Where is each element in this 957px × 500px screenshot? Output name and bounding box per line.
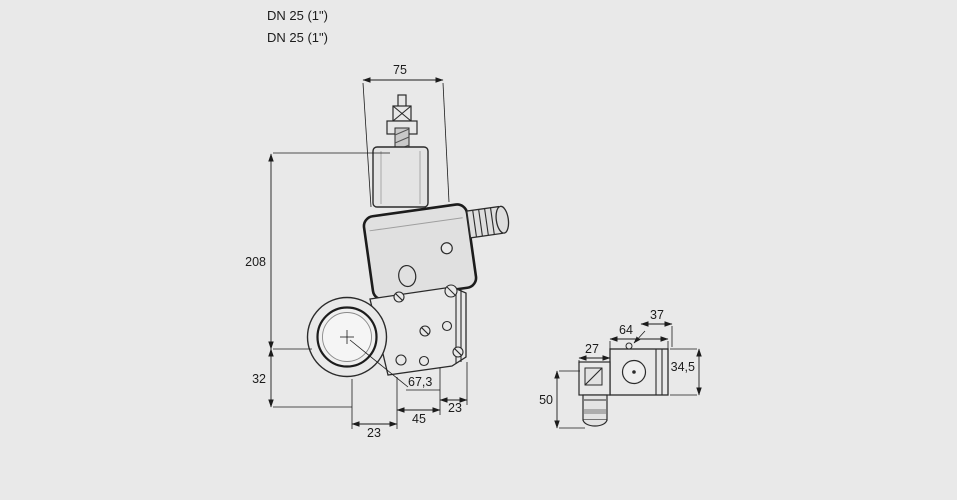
- actuator-neck: [386, 120, 418, 153]
- dim-label-side-left-width: 27: [585, 342, 599, 356]
- valve-front-view: [306, 94, 510, 388]
- diagonal-reference-line: [349, 339, 409, 388]
- position-indicator: [392, 94, 412, 122]
- dim-64: 64: [609, 323, 669, 349]
- front-dimensions: 75 208 32 23: [245, 63, 468, 440]
- electrical-connector: [466, 205, 510, 239]
- dim-label-axis-height: 32: [252, 372, 266, 386]
- dim-50: 50: [539, 370, 585, 429]
- dim-32: 32: [252, 348, 352, 408]
- dim-45: 45: [396, 407, 441, 426]
- coil-housing: [362, 203, 510, 301]
- dim-23-left: 23: [351, 421, 398, 440]
- side-port-center: [632, 370, 636, 374]
- body-screws: [393, 284, 464, 367]
- dn-label-1: DN 25 (1"): [267, 8, 328, 23]
- dn-label-2: DN 25 (1"): [267, 30, 328, 45]
- indicator-circle: [440, 242, 453, 255]
- dim-label-diagonal: 67,3: [408, 375, 432, 389]
- dim-label-side-coil-height: 50: [539, 393, 553, 407]
- dim-label-side-top-width: 37: [650, 308, 664, 322]
- dim-34-5: 34,5: [670, 348, 702, 396]
- dim-label-side-body-height: 34,5: [671, 360, 695, 374]
- dim-23-right: 23: [439, 397, 468, 415]
- dim-label-side-body-width: 64: [619, 323, 633, 337]
- dim-37: 37: [640, 308, 673, 347]
- dim-label-top-width: 75: [393, 63, 407, 77]
- dim-208: 208: [245, 152, 390, 350]
- solenoid-cylinder: [372, 146, 429, 208]
- inlet-flange: [306, 296, 388, 378]
- valve-side-view: [578, 342, 669, 427]
- side-dimensions: 27 64 37 34,5: [539, 308, 702, 429]
- dim-label-bottom-right: 23: [448, 401, 462, 415]
- dim-75: 75: [362, 63, 450, 208]
- dim-label-bottom-center: 45: [412, 412, 426, 426]
- dim-27: 27: [578, 342, 611, 363]
- dim-label-total-height: 208: [245, 255, 266, 269]
- sight-glass: [398, 264, 417, 288]
- screw-head: [625, 342, 633, 350]
- side-coil: [582, 394, 608, 427]
- dim-67-3: 67,3: [406, 375, 440, 391]
- dim-label-bottom-left: 23: [367, 426, 381, 440]
